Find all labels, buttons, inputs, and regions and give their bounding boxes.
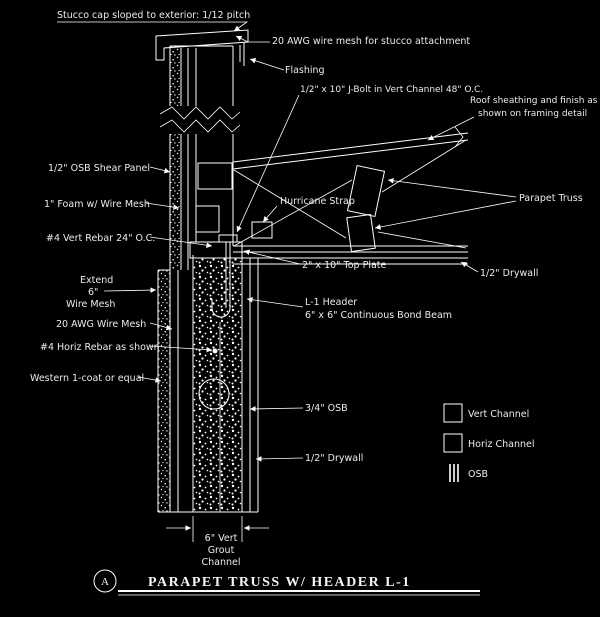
callout-grout-line2: Grout <box>208 545 235 556</box>
callout-osb-shear: 1/2" OSB Shear Panel <box>48 163 150 174</box>
callout-foam: 1" Foam w/ Wire Mesh <box>44 199 150 210</box>
leader-top-plate <box>243 249 301 265</box>
leader-stucco-coat <box>137 376 162 383</box>
callout-parapet-truss: Parapet Truss <box>519 193 583 204</box>
leader-hurricane-strap <box>262 205 278 223</box>
vert-channel-plate <box>195 205 220 233</box>
leader-vert-rebar <box>149 236 213 248</box>
callout-flashing: Flashing <box>285 65 325 76</box>
leader-horiz-rebar <box>149 345 213 353</box>
leader-osb-shear <box>149 166 171 174</box>
callout-drywall-right: 1/2" Drywall <box>480 268 538 279</box>
leader-flashing <box>249 58 285 71</box>
callout-header-line1: L-1 Header <box>305 297 357 308</box>
leader-wire-mesh-attach <box>235 35 270 43</box>
stucco-band-upper <box>170 46 181 270</box>
grout-channel-fill <box>193 258 242 512</box>
parapet-cap <box>155 29 249 66</box>
roof-break-symbol <box>454 126 464 148</box>
legend-horiz-channel-label: Horiz Channel <box>468 439 535 450</box>
callout-extend-line2: 6" <box>88 287 98 298</box>
leader-extend-mesh <box>103 287 157 293</box>
leader-foam <box>145 202 180 210</box>
leader-parapet-truss-lower <box>374 200 517 230</box>
callout-jbolt: 1/2" x 10" J-Bolt in Vert Channel 48" O.… <box>300 85 483 95</box>
callout-drywall-bottom: 1/2" Drywall <box>305 453 363 464</box>
callout-horiz-rebar: #4 Horiz Rebar as shown <box>40 342 160 353</box>
jbolt-nut <box>218 234 238 243</box>
callout-wire-mesh-attach: 20 AWG wire mesh for stucco attachment <box>272 36 470 47</box>
leader-header <box>246 297 304 308</box>
callout-vert-rebar: #4 Vert Rebar 24" O.C. <box>46 233 155 244</box>
callout-hurricane-strap: Hurricane Strap <box>280 196 355 207</box>
callout-roof-line2: shown on framing detail <box>478 109 587 119</box>
legend-osb-swatch <box>449 464 459 482</box>
callout-awg-mesh: 20 AWG Wire Mesh <box>56 319 146 330</box>
callout-top-plate: 2" x 10" Top Plate <box>302 260 387 271</box>
legend-horiz-channel-swatch <box>443 433 463 453</box>
horiz-rebar-dot <box>212 348 218 354</box>
grout-dimension <box>166 516 269 542</box>
wall-break-symbol <box>159 106 241 134</box>
legend-vert-channel-swatch <box>443 403 463 423</box>
vert-channel-plate <box>346 213 376 253</box>
leader-lines <box>57 21 517 462</box>
callout-stucco-coat: Western 1-coat or equal <box>30 373 144 384</box>
leader-awg-mesh <box>149 322 173 331</box>
top-plate <box>189 241 243 259</box>
legend-vert-channel-label: Vert Channel <box>468 409 529 420</box>
detail-letter: A <box>101 576 109 588</box>
vert-channel-plate <box>197 162 233 190</box>
leader-parapet-truss-upper <box>387 177 517 198</box>
callout-grout-line1: 6" Vert <box>205 533 238 544</box>
leader-roof-sheathing <box>427 116 475 141</box>
callout-header-line2: 6" x 6" Continuous Bond Beam <box>305 310 452 321</box>
callout-grout-line3: Channel <box>201 557 240 568</box>
callout-labels: Stucco cap sloped to exterior: 1/12 pitc… <box>30 10 598 568</box>
detail-bubble <box>93 569 117 593</box>
conduit-circle <box>198 378 230 410</box>
hurricane-strap-plate <box>251 221 273 239</box>
upper-wall-section <box>169 45 234 270</box>
legend: Vert Channel Horiz Channel OSB <box>443 403 535 482</box>
callout-extend-line3: Wire Mesh <box>66 299 115 310</box>
callout-stucco-cap: Stucco cap sloped to exterior: 1/12 pitc… <box>57 10 250 21</box>
leader-drywall-bottom <box>255 456 304 462</box>
vert-channel-plate <box>346 164 386 218</box>
drawing-title: PARAPET TRUSS W/ HEADER L-1 <box>148 575 411 590</box>
parapet-truss-members <box>195 139 468 253</box>
stucco-band-lower <box>158 270 170 512</box>
legend-osb-label: OSB <box>468 469 488 480</box>
leader-jbolt <box>236 94 300 233</box>
leader-drywall-right <box>460 261 479 273</box>
lower-wall-section <box>157 255 259 513</box>
ceiling-drywall <box>233 257 468 265</box>
callout-extend-line1: Extend <box>80 275 113 286</box>
callout-roof-line1: Roof sheathing and finish as <box>470 96 598 106</box>
title-block: A PARAPET TRUSS W/ HEADER L-1 <box>93 569 480 596</box>
callout-osb-34: 3/4" OSB <box>305 403 348 414</box>
leader-osb-34 <box>249 406 304 412</box>
leader-stucco-cap <box>57 21 249 32</box>
